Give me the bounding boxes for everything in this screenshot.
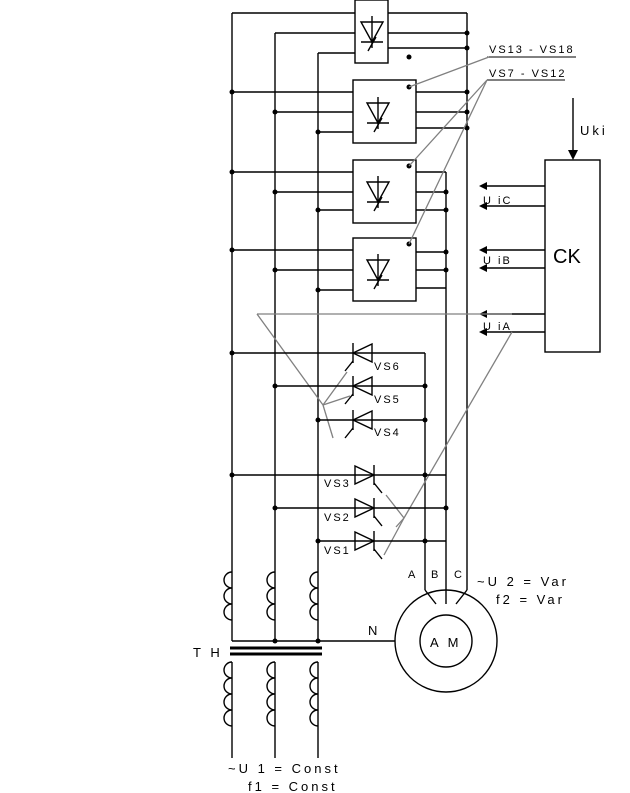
motor-feed-lines [424, 589, 468, 605]
input-freq-label: f1 = Const [248, 779, 338, 793]
input-voltage-label: ~U 1 = Const [228, 761, 341, 776]
transformer-label: T H [193, 645, 223, 660]
thyristor-module-2 [229, 79, 470, 144]
control-output-arrows [479, 182, 545, 336]
neutral-label: N [368, 623, 380, 638]
vs5-label: VS5 [374, 394, 401, 406]
control-output-c-label: U iC [483, 195, 512, 207]
phase-b-label: B [431, 569, 440, 581]
thyristor-module-1 [354, 0, 470, 64]
control-block: CK [544, 159, 601, 353]
vs6-label: VS6 [374, 361, 401, 373]
transformer-phase-buses [231, 12, 355, 572]
vs2-label: VS2 [324, 512, 351, 524]
phase-a-label: A [408, 569, 417, 581]
control-input-arrow [568, 98, 578, 160]
transformer-secondary [223, 571, 395, 644]
control-block-label: CK [553, 246, 581, 268]
control-pointer-lines [256, 313, 513, 556]
motor-label: A M [430, 635, 461, 650]
phase-c-label: C [454, 569, 464, 581]
vs4-label: VS4 [374, 427, 401, 439]
thyristor-module-3 [229, 159, 449, 224]
group-pointer-lines [408, 56, 490, 245]
vs3-label: VS3 [324, 478, 351, 490]
output-freq-label: f2 = Var [496, 592, 565, 607]
vs1-label: VS1 [324, 545, 351, 557]
transformer-primary [223, 661, 319, 758]
transformer-core [230, 646, 322, 656]
output-voltage-label: ~U 2 = Var [477, 574, 569, 589]
group-label-top: VS13 - VS18 [489, 44, 575, 56]
thyristor-module-4 [229, 237, 449, 302]
group-label-mid: VS7 - VS12 [489, 68, 566, 80]
output-phase-buses [388, 12, 468, 590]
control-output-b-label: U iB [483, 255, 512, 267]
thyristor-group-lower [229, 464, 449, 560]
control-output-a-label: U iA [483, 321, 512, 333]
thyristor-group-upper [229, 342, 428, 439]
control-input-label: Uki [580, 123, 608, 138]
